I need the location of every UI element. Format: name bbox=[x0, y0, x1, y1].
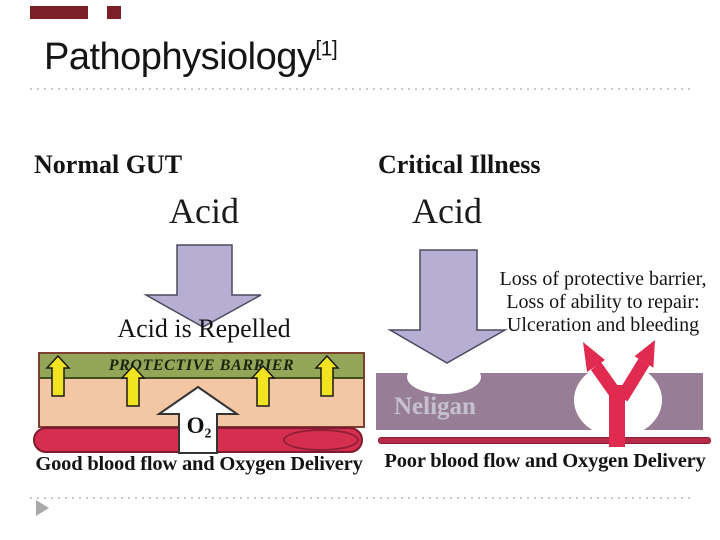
protective-barrier-layer: PROTECTIVE BARRIER bbox=[40, 354, 363, 379]
left-panel-heading: Normal GUT bbox=[34, 150, 183, 179]
slide-title: Pathophysiology[1] bbox=[44, 36, 338, 79]
left-mucosa-structure: PROTECTIVE BARRIER bbox=[38, 352, 365, 428]
bleeding-arrow-right-head bbox=[634, 340, 655, 368]
footer-divider bbox=[30, 497, 692, 499]
right-caption: Poor blood flow and Oxygen Delivery bbox=[384, 450, 706, 472]
acid-repelled-label: Acid is Repelled bbox=[117, 314, 291, 343]
theme-accent-square bbox=[107, 6, 121, 19]
annotation-line-1: Loss of protective barrier, bbox=[499, 268, 707, 290]
right-acid-label: Acid bbox=[412, 191, 482, 231]
annotation-line-3: Ulceration and bleeding bbox=[506, 314, 700, 336]
watermark-text: Neligan bbox=[394, 393, 476, 420]
right-panel-heading: Critical Illness bbox=[378, 150, 541, 179]
right-annotation: Loss of protective barrier, Loss of abil… bbox=[487, 268, 719, 337]
slide-nav-arrow-icon bbox=[36, 500, 49, 516]
bleeding-arrow-left-head bbox=[583, 342, 605, 372]
theme-accent-bar bbox=[30, 6, 88, 19]
annotation-line-2: Loss of ability to repair: bbox=[506, 291, 700, 313]
left-caption: Good blood flow and Oxygen Delivery bbox=[35, 453, 363, 475]
citation-reference: [1] bbox=[315, 37, 338, 61]
oxygen-label: O₂ bbox=[186, 413, 212, 438]
slide-title-text: Pathophysiology bbox=[44, 36, 316, 78]
protective-barrier-label: PROTECTIVE BARRIER bbox=[108, 356, 295, 374]
left-acid-label: Acid bbox=[169, 191, 239, 231]
right-blood-vessel bbox=[378, 437, 711, 444]
blood-cell-outline bbox=[283, 429, 359, 451]
title-divider bbox=[30, 88, 692, 90]
